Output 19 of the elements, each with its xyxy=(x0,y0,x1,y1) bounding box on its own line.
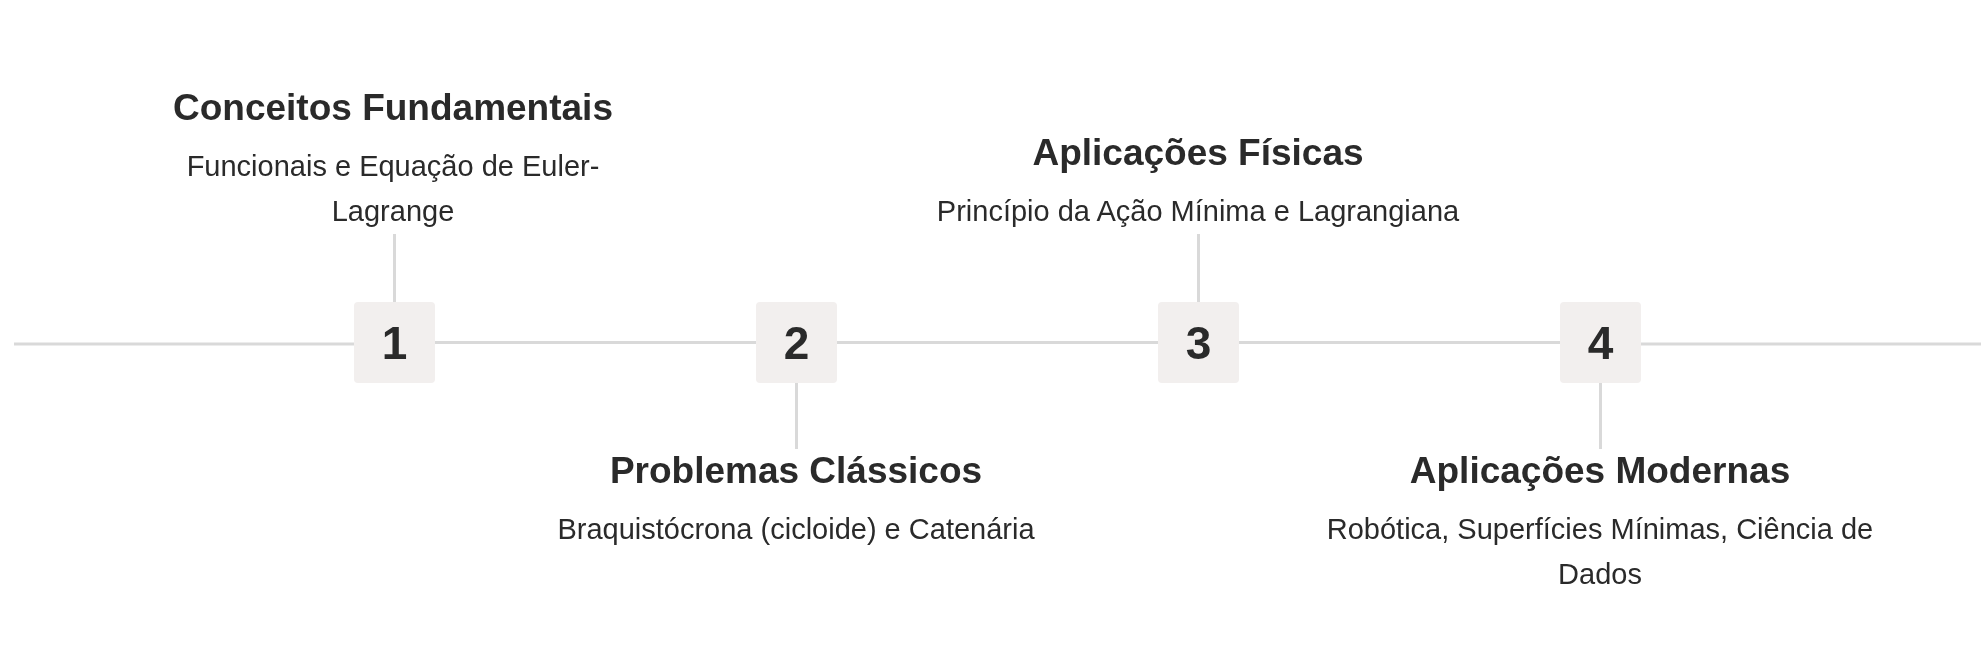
step-heading: Problemas Clássicos xyxy=(609,449,983,493)
step-description: Funcionais e Equação de Euler-Lagrange xyxy=(185,149,601,230)
connector-line xyxy=(393,234,396,302)
step-heading: Aplicações Físicas xyxy=(1032,130,1364,175)
step-number-box: 3 xyxy=(1158,302,1239,383)
step-number-box: 2 xyxy=(756,302,837,383)
step-description: Robótica, Superfícies Mínimas, Ciência de Dados xyxy=(1325,512,1875,593)
step-heading: Aplicações Modernas xyxy=(1409,449,1791,493)
step-description: Princípio da Ação Mínima e Lagrangiana xyxy=(936,194,1460,230)
step-description: Braquistócrona (cicloide) e Catenária xyxy=(557,512,1035,548)
connector-line xyxy=(837,341,1158,344)
step-number-box: 4 xyxy=(1560,302,1641,383)
step-heading: Conceitos Fundamentais xyxy=(173,85,613,130)
connector-line xyxy=(1197,234,1200,302)
connector-line xyxy=(435,341,756,344)
step-number-box: 1 xyxy=(354,302,435,383)
connector-line xyxy=(795,383,798,449)
connector-line xyxy=(1239,341,1560,344)
connector-line xyxy=(1599,383,1602,449)
